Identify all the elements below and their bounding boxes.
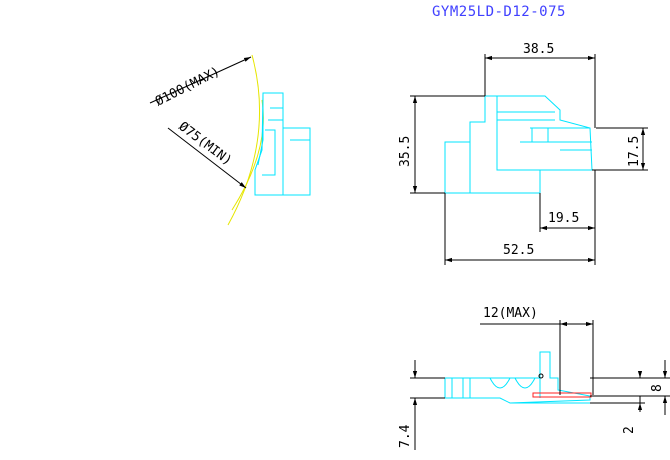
dim-height-right: 17.5 (627, 136, 642, 167)
part-number-title: GYM25LD-D12-075 (432, 4, 566, 20)
front-view: 38.5 35.5 17.5 19.5 52.5 (398, 42, 648, 265)
bottom-view: 12(MAX) 8 2 7.4 (398, 306, 670, 450)
pin-marker (538, 373, 544, 379)
highlight-pad (532, 392, 592, 398)
side-part-outline (254, 92, 311, 196)
dia-max-label: Ø100(MAX) (153, 64, 223, 109)
dim-width-lower: 19.5 (548, 211, 579, 226)
dim-clamp-max: 12(MAX) (483, 306, 538, 321)
dim-height-2: 2 (622, 426, 637, 434)
arc-min (231, 99, 264, 211)
dim-width-total: 52.5 (503, 243, 534, 258)
dim-height-8: 8 (650, 384, 665, 392)
arc-max (227, 54, 260, 226)
front-part-outline (444, 95, 593, 194)
bottom-part-outline (444, 351, 591, 404)
dim-height-total: 35.5 (398, 136, 413, 167)
side-view: Ø100(MAX) Ø75(MIN) (149, 54, 311, 226)
dim-width-top: 38.5 (523, 42, 554, 57)
dim-thickness: 7.4 (398, 424, 413, 448)
dia-min-label: Ø75(MIN) (176, 119, 235, 169)
